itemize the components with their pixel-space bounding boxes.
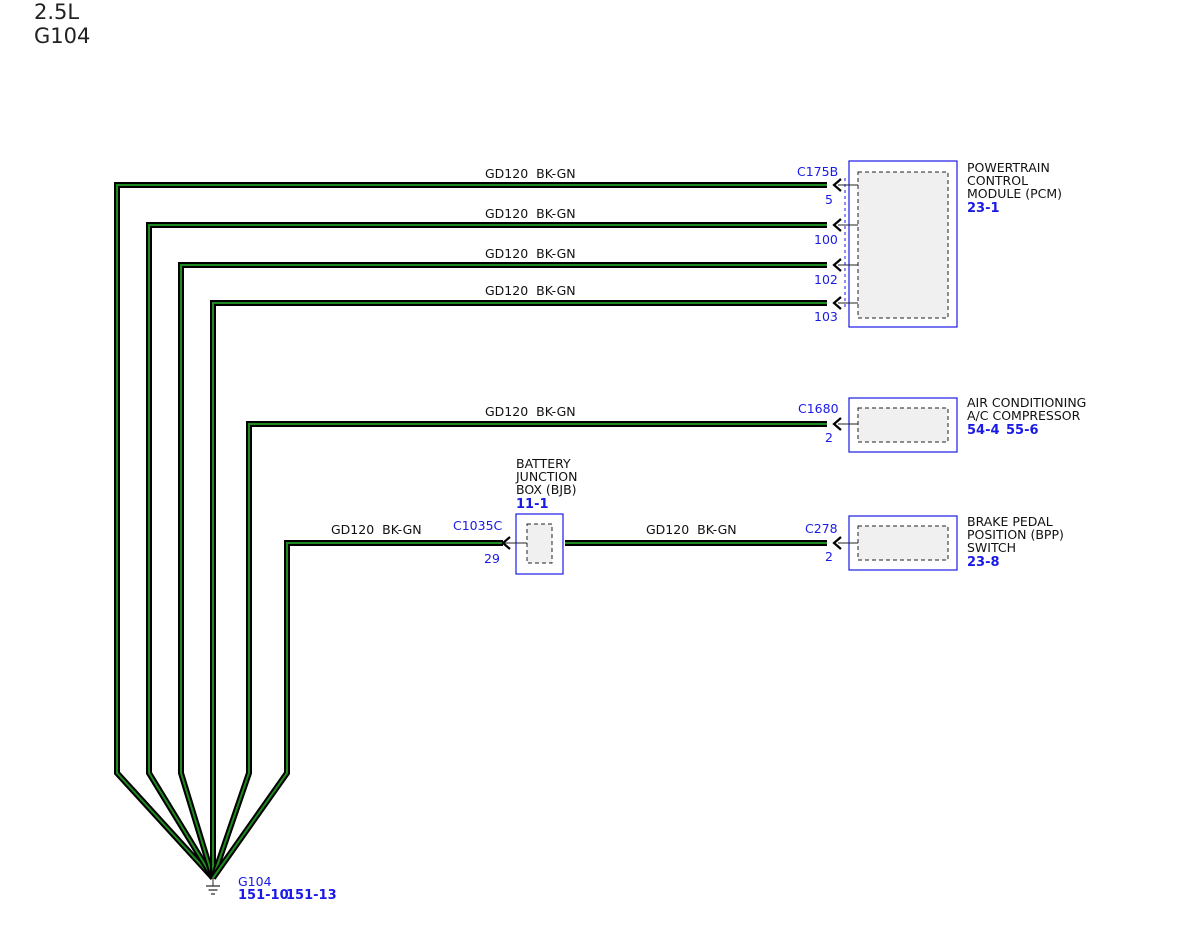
wire-pcm-pin100	[146, 222, 827, 880]
ac-connector-label: C1680	[798, 401, 839, 416]
ground-title: G104	[34, 24, 91, 48]
pcm-name-line3: MODULE (PCM)	[967, 186, 1062, 201]
bpp-name-line1: BRAKE PEDAL	[967, 514, 1053, 529]
bjb-connector-label: C1035C	[453, 518, 503, 533]
ac-compressor	[832, 397, 958, 453]
bjb-name-line1: BATTERY	[516, 456, 571, 471]
bjb-name-line2: JUNCTION	[515, 469, 577, 484]
ac-pin-2: 2	[825, 430, 833, 445]
pcm-module	[832, 160, 958, 328]
bpp-pin-2: 2	[825, 549, 833, 564]
bpp-connector-label: C278	[805, 521, 838, 536]
ground-ref-link-1[interactable]: 151-10	[238, 888, 289, 903]
bpp-ref-link[interactable]: 23-8	[967, 555, 1000, 570]
ac-name-line1: AIR CONDITIONING	[967, 395, 1086, 410]
ground-icon	[206, 878, 220, 895]
bpp-name-line3: SWITCH	[967, 540, 1016, 555]
bpp-name-line2: POSITION (BPP)	[967, 527, 1064, 542]
pcm-pin-102: 102	[814, 272, 838, 287]
brake-pedal-position-switch	[832, 515, 958, 571]
ground-ref-link-2[interactable]: 151-13	[286, 888, 337, 903]
ac-ref-link-2[interactable]: 55-6	[1006, 423, 1039, 438]
wire-pcm-pin5	[114, 182, 827, 881]
pcm-name-line1: POWERTRAIN	[967, 160, 1050, 175]
bjb-name-line3: BOX (BJB)	[516, 482, 577, 497]
ac-name-line2: A/C COMPRESSOR	[967, 408, 1081, 423]
wire-bjb-ground	[210, 540, 503, 880]
pcm-pin-5: 5	[825, 192, 833, 207]
wire-pcm-pin103	[210, 300, 827, 878]
bjb-pin-29: 29	[484, 551, 500, 566]
battery-junction-box	[501, 513, 564, 575]
wire-pcm-pin102	[178, 262, 827, 879]
wire-ac-compressor	[210, 421, 827, 879]
ground-label: G104	[238, 874, 272, 889]
engine-label: 2.5L	[34, 0, 80, 24]
page-title: 2.5L G104	[34, 0, 90, 48]
bjb-ref-link[interactable]: 11-1	[516, 497, 549, 512]
pcm-connector-label: C175B	[797, 164, 838, 179]
pcm-ref-link[interactable]: 23-1	[967, 201, 1000, 216]
pcm-pin-103: 103	[814, 309, 838, 324]
pcm-pin-100: 100	[814, 232, 838, 247]
pcm-name-line2: CONTROL	[967, 173, 1028, 188]
ac-ref-link-1[interactable]: 54-4	[967, 423, 1000, 438]
